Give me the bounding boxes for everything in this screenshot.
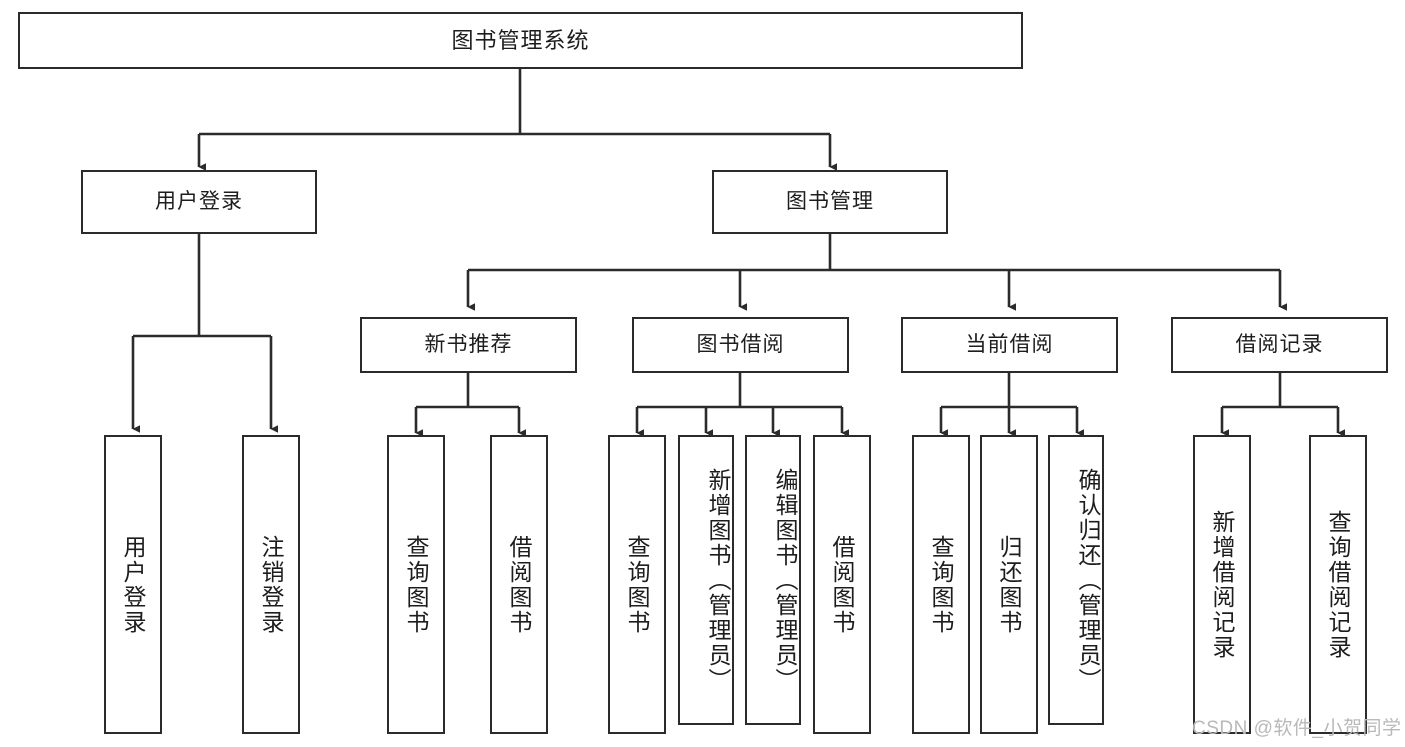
leaf-add-borrow-record[interactable]: 新增借阅记录: [1193, 435, 1251, 734]
leaf-edit-book-admin[interactable]: 编辑图书（管理员）: [745, 435, 801, 725]
node-book-management[interactable]: 图书管理: [712, 170, 948, 234]
leaf-search-book-current[interactable]: 查询图书: [912, 435, 970, 734]
node-root-book-management-system[interactable]: 图书管理系统: [18, 12, 1023, 69]
leaf-borrow-book-recommend[interactable]: 借阅图书: [490, 435, 548, 734]
node-current-borrow[interactable]: 当前借阅: [901, 317, 1118, 373]
node-new-book-recommend[interactable]: 新书推荐: [360, 317, 577, 373]
node-book-borrow[interactable]: 图书借阅: [632, 317, 849, 373]
node-user-login[interactable]: 用户登录: [81, 170, 317, 234]
leaf-confirm-return-admin[interactable]: 确认归还（管理员）: [1048, 435, 1104, 725]
node-borrow-record[interactable]: 借阅记录: [1171, 317, 1388, 373]
leaf-user-login[interactable]: 用户登录: [104, 435, 162, 734]
csdn-watermark: CSDN @软件_小贺同学: [1192, 718, 1402, 739]
leaf-add-book-admin[interactable]: 新增图书（管理员）: [678, 435, 734, 725]
leaf-return-book[interactable]: 归还图书: [980, 435, 1038, 734]
leaf-search-book-borrow[interactable]: 查询图书: [608, 435, 666, 734]
leaf-user-logout[interactable]: 注销登录: [242, 435, 300, 734]
leaf-borrow-book[interactable]: 借阅图书: [813, 435, 871, 734]
leaf-search-book-recommend[interactable]: 查询图书: [387, 435, 445, 734]
leaf-search-borrow-record[interactable]: 查询借阅记录: [1309, 435, 1367, 734]
